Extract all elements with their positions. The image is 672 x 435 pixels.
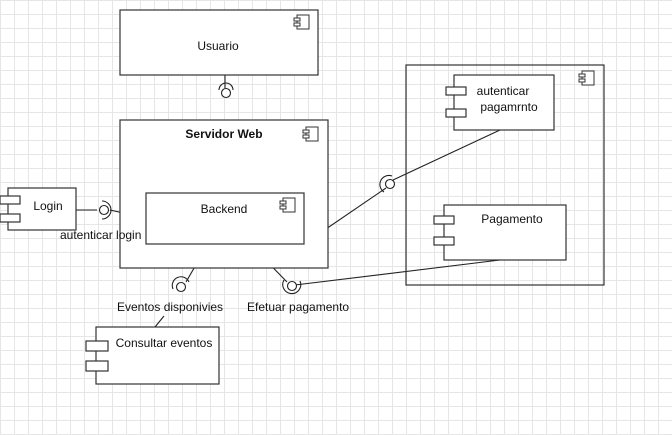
- usuario-provided-interface: [218, 82, 234, 99]
- autenticar-line-1: autenticar: [477, 84, 530, 98]
- consultar-eventos-label: Consultar eventos: [116, 336, 213, 350]
- pagamento-connector: [294, 259, 501, 286]
- autenticar-login-label: autenticar login: [60, 228, 141, 242]
- component-usuario[interactable]: Usuario: [119, 9, 319, 76]
- eventos-interface: [171, 276, 190, 293]
- efetuar-interface: [282, 279, 302, 295]
- servidor-web-label: Servidor Web: [185, 127, 262, 141]
- autenticar-line-2: pagamrnto: [480, 100, 538, 114]
- autenticar-pagamento-interface: [379, 174, 396, 193]
- autenticar-connector: [392, 129, 501, 181]
- usuario-label: Usuario: [197, 39, 239, 53]
- login-interface: [76, 200, 112, 220]
- component-consultar-eventos[interactable]: Consultar eventos: [85, 326, 220, 385]
- login-label: Login: [33, 199, 62, 213]
- component-autenticar-pagamento[interactable]: autenticar pagamrnto: [445, 74, 555, 131]
- component-icon: [578, 70, 595, 86]
- pagamento-label: Pagamento: [481, 212, 543, 226]
- component-pagamento[interactable]: Pagamento: [433, 204, 567, 261]
- efetuar-pagamento-label: Efetuar pagamento: [247, 300, 349, 314]
- backend-label: Backend: [201, 202, 248, 216]
- consultar-connector: [154, 315, 165, 328]
- component-login[interactable]: Login: [0, 187, 77, 231]
- eventos-disponivies-label: Eventos disponivies: [117, 300, 223, 314]
- component-payment-container[interactable]: [405, 64, 605, 286]
- component-backend[interactable]: Backend: [145, 192, 305, 245]
